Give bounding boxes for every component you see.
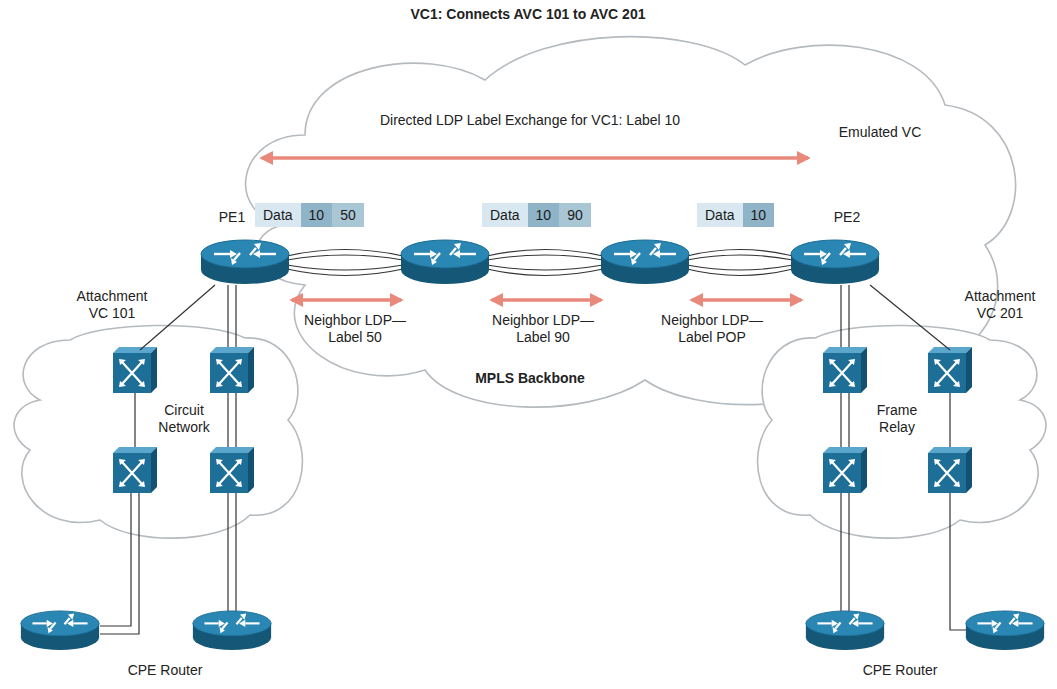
packet-field: Data (255, 203, 301, 227)
backbone-link (487, 265, 603, 270)
packet-field: 50 (332, 203, 364, 227)
switch-icon (928, 447, 972, 493)
backbone-link (287, 255, 403, 260)
access-wire (848, 493, 849, 612)
ldp-arrow (292, 298, 401, 302)
packet-field: 10 (743, 203, 775, 227)
annotation-text: CPE Router (128, 662, 203, 679)
label-packet: Data1050 (255, 203, 364, 227)
switch-icon (113, 347, 157, 393)
access-wire (840, 393, 841, 448)
access-wire (134, 393, 135, 448)
cloud-shape (758, 325, 1046, 538)
backbone-link (487, 269, 603, 276)
router-icon (601, 240, 689, 284)
backbone-link (287, 269, 403, 276)
annotation-text: Neighbor LDP— Label POP (657, 312, 767, 346)
attachment-label: Attachment VC 101 (72, 288, 152, 322)
access-wire (235, 393, 236, 448)
access-wire (227, 285, 228, 350)
ldp-arrow (262, 158, 808, 300)
switch-icon (113, 347, 972, 493)
diagram-title: VC1: Connects AVC 101 to AVC 201 (411, 6, 646, 23)
attachment-link (870, 285, 950, 350)
access-wire (848, 393, 849, 448)
cloud-shape (14, 325, 302, 538)
backbone-link (487, 255, 603, 260)
annotation-text: Neighbor LDP— Label 90 (488, 312, 598, 346)
annotation-text: Directed LDP Label Exchange for VC1: Lab… (380, 112, 680, 129)
access-wire (100, 493, 139, 634)
cloud-label: Frame Relay (866, 402, 928, 436)
cpe-router-icon (806, 611, 884, 650)
access-wire (840, 285, 841, 350)
switch-icon (210, 347, 254, 393)
router-name: PE1 (219, 209, 245, 226)
router-name: PE2 (834, 209, 860, 226)
switch-icon (210, 447, 254, 493)
switch-icon (928, 347, 972, 393)
label-packet: Data10 (697, 203, 774, 227)
packet-field: 10 (301, 203, 333, 227)
access-wire (227, 493, 228, 612)
cloud-label: Circuit Network (153, 402, 215, 436)
router-icon (791, 240, 879, 284)
annotation-text: Neighbor LDP— Label 50 (300, 312, 410, 346)
router-icon (201, 240, 289, 284)
backbone-link (287, 265, 403, 270)
packet-field: 10 (528, 203, 560, 227)
backbone-link (687, 255, 793, 260)
label-packet: Data1090 (482, 203, 591, 227)
packet-field: Data (482, 203, 528, 227)
access-wire (100, 285, 966, 634)
access-wire (949, 393, 950, 448)
ldp-arrow (492, 298, 601, 302)
access-wire (227, 393, 228, 448)
access-wire (100, 493, 131, 626)
access-wire (950, 493, 966, 630)
access-cloud: Frame Relay (760, 350, 1050, 520)
attachment-label: Attachment VC 201 (960, 288, 1040, 322)
backbone-link (287, 250, 793, 276)
cloud-label: MPLS Backbone (475, 370, 585, 387)
access-wire (235, 493, 236, 612)
cpe-router-icon (21, 611, 1044, 650)
cpe-router-icon (193, 611, 271, 650)
packet-field: 90 (559, 203, 591, 227)
ldp-arrow (692, 298, 801, 302)
router-icon (201, 240, 879, 284)
access-wire (235, 285, 236, 350)
switch-icon (113, 447, 157, 493)
router-icon (401, 240, 489, 284)
packet-field: Data (697, 203, 743, 227)
cpe-router-icon (21, 611, 99, 650)
switch-icon (823, 447, 867, 493)
cpe-router-icon (966, 611, 1044, 650)
ldp-arrow (262, 156, 808, 160)
access-wire (840, 493, 841, 612)
backbone-link (687, 265, 793, 270)
access-wire (848, 285, 849, 350)
annotation-text: CPE Router (863, 662, 938, 679)
backbone-link (687, 269, 793, 276)
switch-icon (823, 347, 867, 393)
attachment-link (140, 285, 215, 350)
annotation-text: Emulated VC (839, 124, 921, 141)
